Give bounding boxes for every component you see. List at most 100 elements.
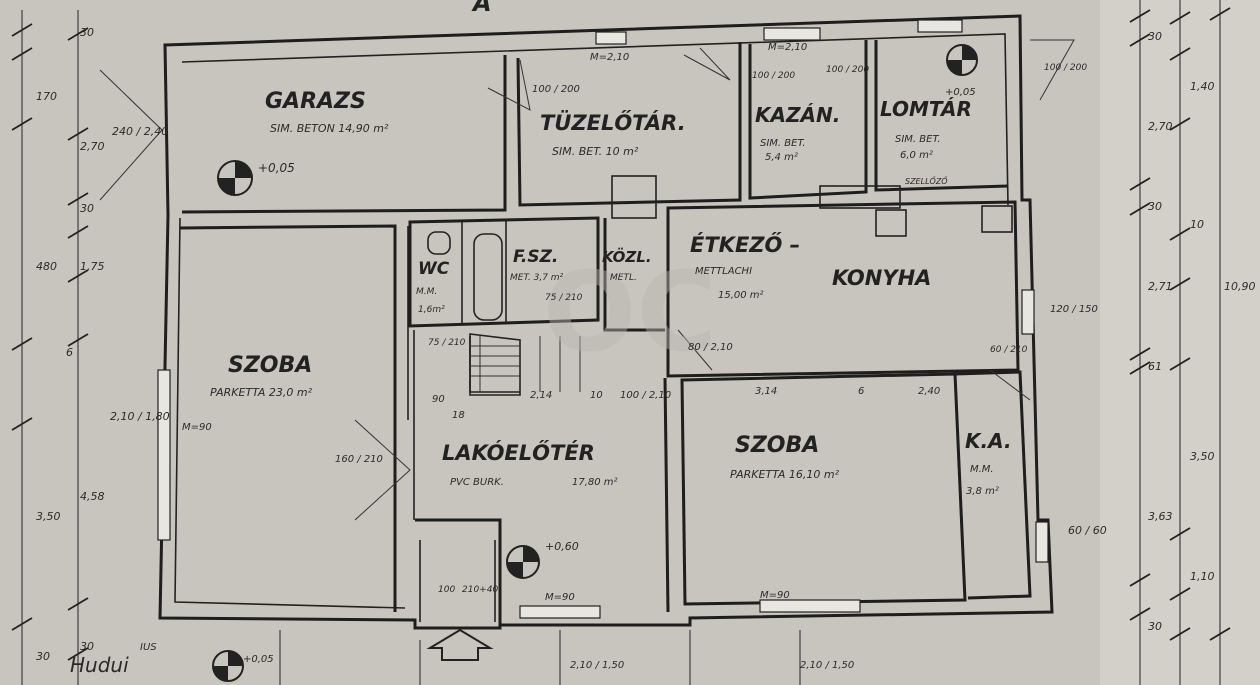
dim-l-30c: 30 [36,650,50,663]
dim-kazan-window: 100 / 200 [752,71,795,81]
doors [99,39,1075,521]
dim-hall-a: 10 [590,390,603,401]
room-area-wc: 1,6m² [418,305,445,315]
toilet [427,231,451,255]
dim-r-140: 1,40 [1190,80,1215,93]
room-name-right: SZOBA [735,433,819,458]
room-finish-fuel: SIM. BET. 10 m² [552,145,639,158]
dim-r-271: 2,71 [1148,280,1173,293]
room-finish-garage: SIM. BETON 14,90 m² [270,122,389,135]
dim-stair: 2,14 [530,390,552,401]
dim-l-30b: 30 [80,202,94,215]
signature-2: IUS [140,642,157,653]
room-area-pantry: 3,8 m² [966,486,999,497]
dim-entry-b: 210+40 [462,585,498,595]
window-kitchen [1021,289,1035,335]
dim-r-30c: 30 [1148,620,1162,633]
room-area-hall: 17,80 m² [572,477,618,488]
dim-d18: 18 [452,410,465,421]
dim-bottom-a: 2,10 / 1,50 [570,660,624,671]
dim-l-170: 170 [36,90,57,103]
garage-door-swing [99,69,163,201]
fixtures [427,175,1013,321]
room-finish-right: PARKETTA 16,10 m² [730,468,840,481]
level-marker-icon [506,545,540,579]
kitchen-door-swing [677,329,713,371]
sink [875,209,907,237]
dim-hall-m90: M=90 [545,592,575,603]
dim-wc-door: 75 / 210 [428,338,466,348]
dim-r-10: 10 [1190,218,1204,231]
dim-d90: 90 [432,394,445,405]
room-name-boiler: KAZÁN. [755,103,840,127]
room-finish-boiler: SIM. BET. [760,138,806,149]
dim-right-m90: M=90 [760,590,790,601]
dim-r-30b: 30 [1148,200,1162,213]
dim-r-30a: 30 [1148,30,1162,43]
dim-garage-window: 240 / 2,40 [112,125,168,138]
stove [819,185,901,209]
dim-l-480: 480 [36,260,57,273]
window-fuel [595,31,627,45]
room-name-corridor: KÖZL. [602,247,652,266]
window-kazan [763,27,821,41]
window-left-room [157,369,171,541]
dim-l-458: 4,58 [80,490,105,503]
kazan-door-swing [683,47,731,81]
level-marker-icon [212,650,244,682]
room-name-storage: LOMTÁR [880,97,972,121]
room-name-fuel: TÜZELŐTÁR. [540,110,686,135]
room-name-kitchen-2: KONYHA [832,266,931,290]
dim-fuel-window: 100 / 200 [532,84,580,95]
pantry-door-swing [989,369,1031,401]
room-name-hall: LAKÓELŐTÉR [442,440,595,465]
room-name-garage: GARAZS [265,89,366,114]
dim-kitchen-door: 80 / 2,10 [688,342,733,353]
room-name-kitchen-1: ÉTKEZŐ – [690,232,800,257]
dim-right-240: 2,40 [918,386,940,397]
room-name-bath: F.SZ. [513,247,558,267]
right-dimension-lines [1129,0,1231,685]
dimension-labels: 240 / 2,40 100 / 200 M=2,10 M=2,10 100 /… [110,42,1107,671]
room-finish-left: PARKETTA 23,0 m² [210,386,313,399]
dim-r-110: 1,10 [1190,570,1215,583]
dim-lomtar-window: 100 / 200 [1044,63,1087,73]
dim-fuel-height: M=2,10 [590,52,629,63]
dim-l-350: 3,50 [36,510,61,523]
dim-pantry-window: 60 / 60 [1068,524,1107,537]
room-area-boiler: 5,4 m² [765,152,798,163]
window-right-room [759,599,861,613]
level-storage: +0,05 [945,87,976,98]
dim-kitchen-side: 60 / 210 [990,345,1028,355]
level-hall: +0,60 [545,540,579,553]
dim-l-175: 1,75 [80,260,105,273]
level-marker-icon [946,44,978,76]
room-finish-pantry: M.M. [970,464,994,475]
lomtar-door-swing [1030,39,1075,101]
left-dimension-labels: 30 170 2,70 30 480 1,75 6 4,58 3,50 30 3… [36,26,105,663]
entrance-arrow-icon [426,628,494,661]
bathtub [473,233,503,321]
bottom-dimension-lines [279,630,801,685]
dim-entry-a: 100 [438,585,455,595]
room-finish-wc: M.M. [416,287,437,297]
dim-l-6: 6 [66,346,73,359]
watermark: OC [543,248,717,376]
fuel-door-swing [487,59,531,111]
room-name-left: SZOBA [228,353,312,378]
dim-kazan-height: M=2,10 [768,42,807,53]
room-name-pantry: K.A. [965,429,1012,453]
left-dimension-lines [11,10,89,685]
dim-left-door: 160 / 210 [335,454,383,465]
dim-r-61: 61 [1148,360,1162,373]
dim-left-m90: M=90 [182,422,212,433]
signature: Hudui [70,653,129,677]
dim-r-363: 3,63 [1148,510,1173,523]
room-finish-corridor: METL. [610,273,637,283]
room-area-kitchen: 15,00 m² [718,290,764,301]
dim-r-270: 2,70 [1148,120,1173,133]
dim-kazan-window-2: 100 / 200 [826,65,869,75]
room-name-wc: WC [418,259,450,279]
dim-right-314: 3,14 [755,386,777,397]
